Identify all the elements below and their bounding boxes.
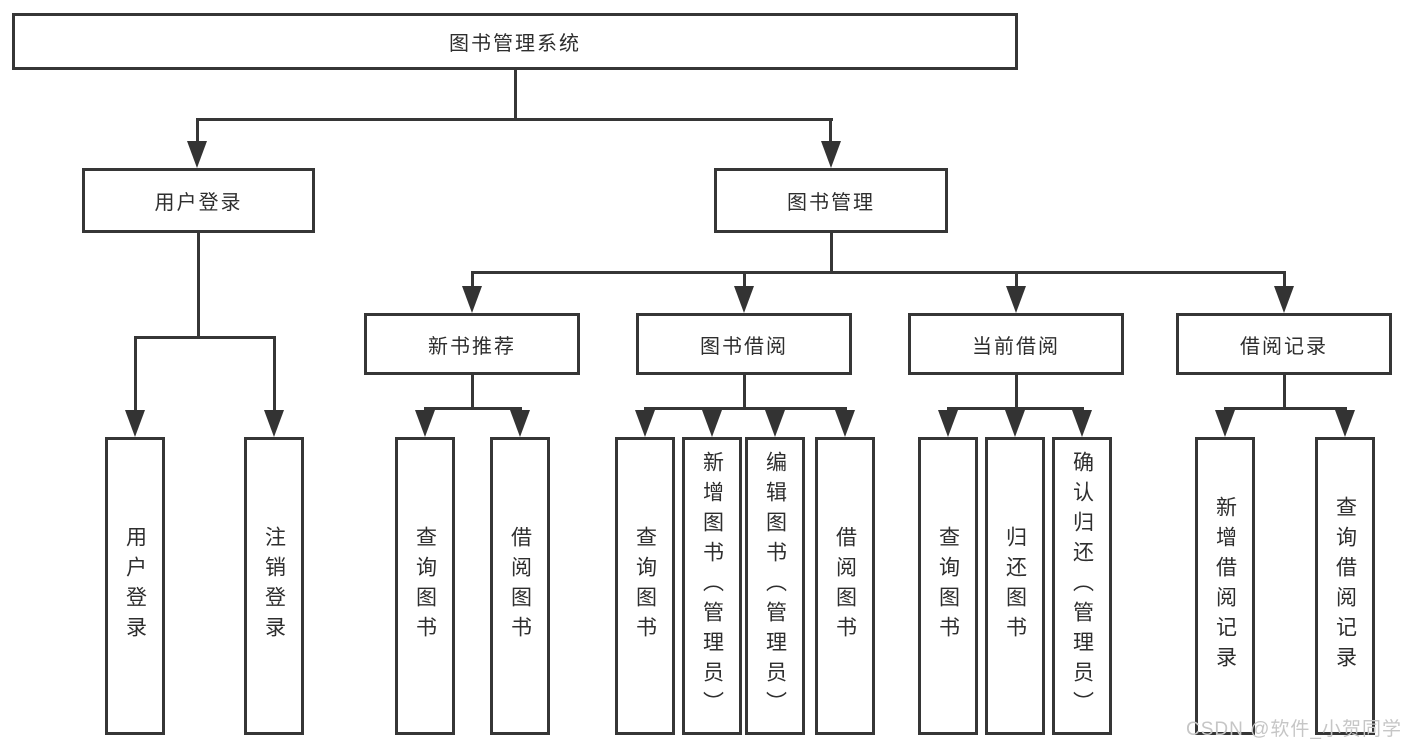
arrow-down-icon [415,410,435,437]
leaf-node-label: 借阅图书 [508,526,532,646]
leaf-node-label: 查询图书 [936,526,960,646]
arrow-down-icon [462,286,482,313]
arrow-down-icon [1274,286,1294,313]
arrow-down-icon [821,141,841,168]
leaf-node-label: 新增图书（管理员） [700,451,724,721]
section-node-book-borrow: 图书借阅 [636,313,852,375]
connector-line [424,407,522,410]
csdn-watermark: CSDN @软件_小贺同学 [1186,719,1402,740]
root-node-label: 图书管理系统 [449,33,581,55]
arrow-down-icon [125,410,145,437]
root-node-library-system: 图书管理系统 [12,13,1018,70]
connector-line [1015,375,1018,407]
leaf-node-query-books-current: 查询图书 [918,437,978,735]
leaf-node-label: 确认归还（管理员） [1070,451,1094,721]
arrow-down-icon [702,410,722,437]
arrow-down-icon [1215,410,1235,437]
leaf-node-query-books-borrow: 查询图书 [615,437,675,735]
leaf-node-borrow-books-recommend: 借阅图书 [490,437,550,735]
leaf-node-logout: 注销登录 [244,437,304,735]
connector-line [471,271,1286,274]
connector-line [830,233,833,271]
arrow-down-icon [510,410,530,437]
leaf-node-label: 查询图书 [633,526,657,646]
arrow-down-icon [734,286,754,313]
connector-line [196,118,833,121]
branch-node-label: 图书管理 [787,192,875,214]
connector-line [197,233,200,336]
leaf-node-add-borrow-record: 新增借阅记录 [1195,437,1255,735]
connector-line [196,118,199,146]
leaf-node-label: 编辑图书（管理员） [763,451,787,721]
connector-line [1015,271,1018,291]
connector-line [134,336,276,339]
leaf-node-user-login: 用户登录 [105,437,165,735]
leaf-node-label: 新增借阅记录 [1213,496,1237,676]
arrow-down-icon [1006,286,1026,313]
arrow-down-icon [765,410,785,437]
connector-line [514,70,517,118]
branch-node-label: 用户登录 [154,192,243,214]
leaf-node-return-books: 归还图书 [985,437,1045,735]
leaf-node-label: 注销登录 [262,526,286,646]
leaf-node-label: 用户登录 [123,526,147,646]
section-node-label: 图书借阅 [700,335,788,358]
arrow-down-icon [938,410,958,437]
connector-line [743,375,746,407]
section-node-label: 当前借阅 [972,335,1060,358]
connector-line [134,336,137,415]
leaf-node-label: 查询借阅记录 [1333,496,1357,676]
leaf-node-query-books-recommend: 查询图书 [395,437,455,735]
arrow-down-icon [635,410,655,437]
leaf-node-edit-books-admin: 编辑图书（管理员） [745,437,805,735]
connector-line [1283,375,1286,407]
section-node-borrow-records: 借阅记录 [1176,313,1392,375]
section-node-label: 新书推荐 [428,335,516,358]
section-node-new-book-recommend: 新书推荐 [364,313,580,375]
branch-node-user-login: 用户登录 [82,168,315,233]
connector-line [644,407,847,410]
leaf-node-label: 归还图书 [1003,526,1027,646]
connector-line [1283,271,1286,291]
arrow-down-icon [1005,410,1025,437]
arrow-down-icon [1072,410,1092,437]
arrow-down-icon [264,410,284,437]
connector-line [1224,407,1347,410]
leaf-node-query-borrow-record: 查询借阅记录 [1315,437,1375,735]
section-node-current-borrow: 当前借阅 [908,313,1124,375]
connector-line [743,271,746,291]
leaf-node-label: 借阅图书 [833,526,857,646]
connector-line [829,118,832,146]
connector-line [471,375,474,407]
connector-line [273,336,276,415]
branch-node-book-management: 图书管理 [714,168,948,233]
section-node-label: 借阅记录 [1240,335,1328,358]
leaf-node-borrow-books: 借阅图书 [815,437,875,735]
connector-line [471,271,474,291]
arrow-down-icon [835,410,855,437]
leaf-node-label: 查询图书 [413,526,437,646]
leaf-node-add-books-admin: 新增图书（管理员） [682,437,742,735]
arrow-down-icon [187,141,207,168]
arrow-down-icon [1335,410,1355,437]
leaf-node-confirm-return-admin: 确认归还（管理员） [1052,437,1112,735]
